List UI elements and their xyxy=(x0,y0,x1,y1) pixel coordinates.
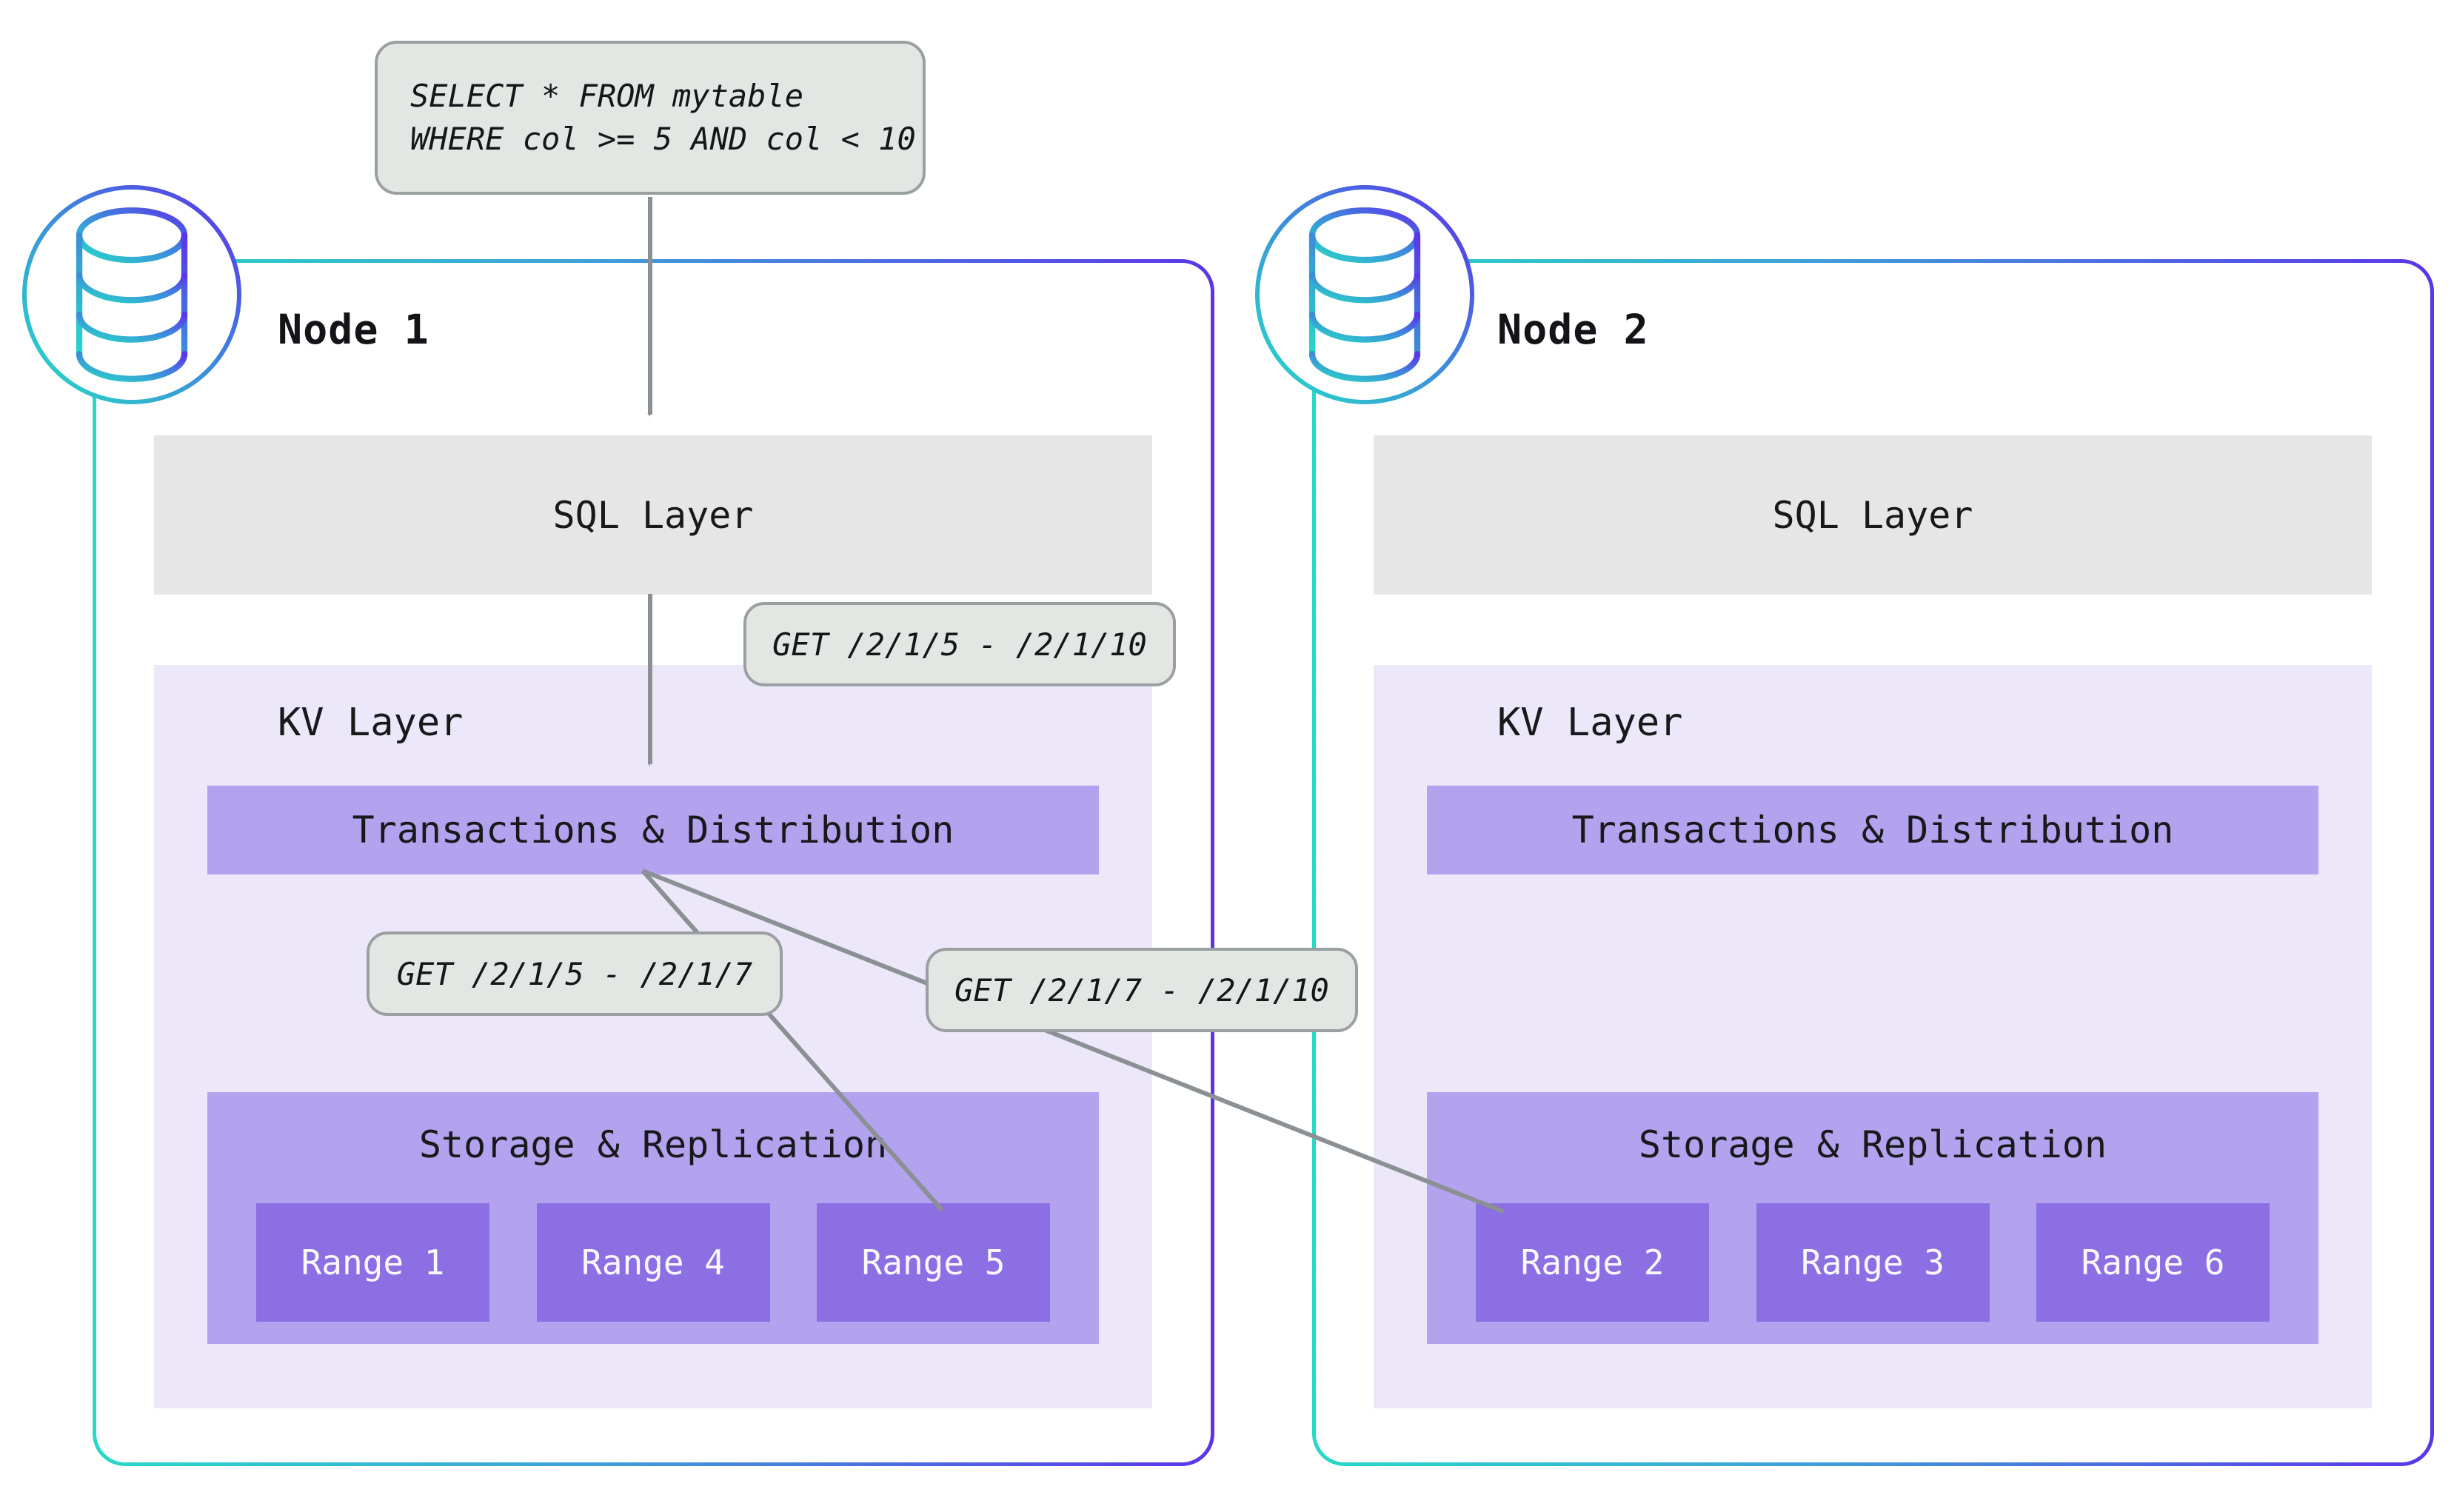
database-icon xyxy=(76,207,188,382)
get-left-range-bubble: GET /2/1/5 - /2/1/7 xyxy=(367,931,783,1016)
node-2-ranges-row: Range 2 Range 3 Range 6 xyxy=(1476,1203,2270,1322)
node-2-kv-layer-label: KV Layer xyxy=(1497,700,1683,745)
sql-query-bubble: SELECT * FROM mytable WHERE col >= 5 AND… xyxy=(375,41,926,195)
node-1-sql-layer: SQL Layer xyxy=(154,435,1152,595)
get-right-range-label: GET /2/1/7 - /2/1/10 xyxy=(954,971,1329,1008)
node-1-transactions-distribution-bar: Transactions & Distribution xyxy=(207,786,1099,874)
node-1-title: Node 1 xyxy=(278,306,429,353)
node-2-database-badge xyxy=(1255,185,1474,404)
node-1-sql-layer-label: SQL Layer xyxy=(552,493,754,537)
node-2-title: Node 2 xyxy=(1497,306,1649,353)
node-2-sql-layer: SQL Layer xyxy=(1374,435,2372,595)
node-1-storage-label: Storage & Replication xyxy=(418,1123,888,1166)
get-full-range-label: GET /2/1/5 - /2/1/10 xyxy=(772,626,1147,663)
range-box: Range 5 xyxy=(817,1203,1050,1322)
node-2-transactions-label: Transactions & Distribution xyxy=(1571,809,2174,852)
range-box: Range 2 xyxy=(1476,1203,1709,1322)
node-2-storage-label: Storage & Replication xyxy=(1638,1123,2107,1166)
node-2-container: Node 2 SQL Layer KV Layer Transactions &… xyxy=(1312,259,2434,1466)
range-box: Range 1 xyxy=(256,1203,489,1322)
node-1-kv-layer-label: KV Layer xyxy=(278,700,464,745)
node-1-kv-layer: KV Layer Transactions & Distribution Sto… xyxy=(154,665,1152,1408)
node-2-storage-replication-box: Storage & Replication Range 2 Range 3 Ra… xyxy=(1427,1092,2318,1344)
range-box: Range 6 xyxy=(2036,1203,2270,1322)
node-1-ranges-row: Range 1 Range 4 Range 5 xyxy=(256,1203,1050,1322)
database-icon xyxy=(1308,207,1421,382)
range-box: Range 4 xyxy=(536,1203,770,1322)
get-full-range-bubble: GET /2/1/5 - /2/1/10 xyxy=(743,602,1176,686)
node-2-transactions-distribution-bar: Transactions & Distribution xyxy=(1427,786,2318,874)
node-1-storage-replication-box: Storage & Replication Range 1 Range 4 Ra… xyxy=(207,1092,1099,1344)
sql-query-line2: WHERE col >= 5 AND col < 10 xyxy=(410,121,916,157)
get-right-range-bubble: GET /2/1/7 - /2/1/10 xyxy=(926,948,1358,1032)
sql-query-line1: SELECT * FROM mytable xyxy=(410,78,804,114)
node-1-container: Node 1 SQL Layer KV Layer Transactions &… xyxy=(93,259,1214,1466)
node-2-sql-layer-label: SQL Layer xyxy=(1772,493,1973,537)
node-1-transactions-label: Transactions & Distribution xyxy=(352,809,954,852)
get-left-range-label: GET /2/1/5 - /2/1/7 xyxy=(396,955,753,992)
node-2-kv-layer: KV Layer Transactions & Distribution Sto… xyxy=(1374,665,2372,1408)
node-1-database-badge xyxy=(22,185,241,404)
range-box: Range 3 xyxy=(1756,1203,1990,1322)
